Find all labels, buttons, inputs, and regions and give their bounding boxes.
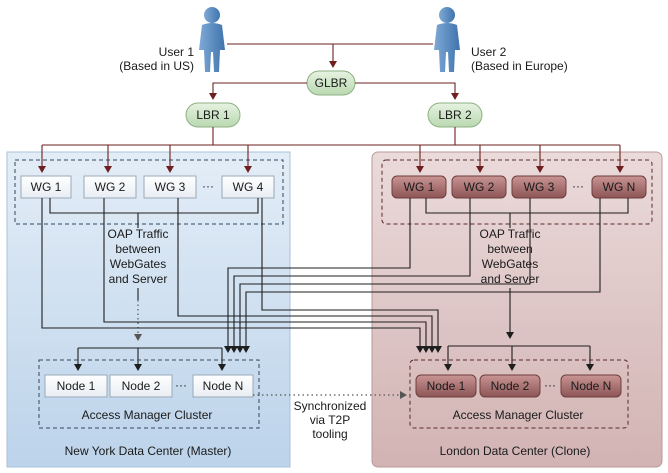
- ny-datacenter-label: New York Data Center (Master): [65, 444, 232, 458]
- ny-datacenter-panel: [6, 151, 291, 468]
- ny-webgate-group: [14, 159, 284, 225]
- ny-node-n-label: Node N: [203, 379, 244, 393]
- ny-traffic-caption: OAP Traffic between WebGates and Server: [108, 227, 169, 286]
- glbr-to-lbr2-line: [355, 82, 459, 100]
- ny-node-bus: [74, 347, 226, 371]
- user-2-icon: [434, 7, 460, 72]
- london-node-bus: [444, 345, 594, 371]
- london-node-1: Node 1: [415, 374, 477, 398]
- ny-node-2: Node 2: [109, 374, 173, 398]
- user-1-icon: [199, 7, 225, 72]
- ny-webgate-4: WG 4: [221, 175, 275, 199]
- london-node-2: Node 2: [479, 374, 541, 398]
- user-1-location: (Based in US): [119, 59, 194, 73]
- ny-node-ellipsis: ···: [175, 378, 187, 392]
- ny-webgate-2-label: WG 2: [95, 180, 126, 194]
- svg-text:via T2P: via T2P: [310, 413, 350, 427]
- svg-text:between: between: [115, 242, 160, 256]
- london-webgate-2-label: WG 2: [464, 180, 495, 194]
- svg-text:tooling: tooling: [312, 427, 347, 441]
- ny-webgate-ellipsis: ···: [202, 179, 214, 193]
- london-webgate-n-label: WG N: [603, 180, 636, 194]
- ny-to-london-lines: [41, 198, 442, 353]
- glbr-to-lbr1-line: [209, 82, 307, 100]
- sync-caption: Synchronized via T2P tooling: [294, 399, 367, 441]
- london-webgate-3-label: WG 3: [524, 180, 555, 194]
- ny-webgate-2: WG 2: [83, 175, 137, 199]
- svg-text:OAP Traffic: OAP Traffic: [108, 227, 169, 241]
- ny-webgate-1-label: WG 1: [31, 180, 62, 194]
- london-cluster-group: [409, 359, 629, 429]
- user-1-name: User 1: [159, 45, 195, 59]
- ny-node-2-label: Node 2: [122, 379, 161, 393]
- ny-node-1: Node 1: [44, 374, 108, 398]
- user-2-location: (Based in Europe): [471, 59, 568, 73]
- ny-webgate-4-label: WG 4: [233, 180, 264, 194]
- london-webgate-1-label: WG 1: [404, 180, 435, 194]
- london-webgate-bus: [425, 198, 629, 339]
- lbr-1-label: LBR 1: [196, 108, 230, 122]
- svg-text:WebGates: WebGates: [482, 257, 538, 271]
- london-node-n: Node N: [560, 374, 622, 398]
- svg-text:and Server: and Server: [109, 272, 168, 286]
- london-cluster-label: Access Manager Cluster: [453, 408, 584, 422]
- london-node-2-label: Node 2: [491, 379, 530, 393]
- svg-text:and Server: and Server: [481, 272, 540, 286]
- svg-text:OAP Traffic: OAP Traffic: [480, 227, 541, 241]
- ny-webgate-3: WG 3: [143, 175, 197, 199]
- svg-text:between: between: [487, 242, 532, 256]
- london-datacenter-label: London Data Center (Clone): [440, 444, 591, 458]
- ny-node-1-label: Node 1: [57, 379, 96, 393]
- ny-node-n: Node N: [192, 374, 254, 398]
- london-node-n-label: Node N: [571, 379, 612, 393]
- london-webgate-n: WG N: [591, 175, 647, 199]
- ny-cluster-group: [38, 359, 260, 429]
- london-webgate-1: WG 1: [391, 175, 447, 199]
- ny-webgate-1: WG 1: [20, 175, 72, 199]
- ny-cluster-label: Access Manager Cluster: [82, 408, 213, 422]
- lbr-2-label: LBR 2: [438, 108, 472, 122]
- london-webgate-3: WG 3: [511, 175, 567, 199]
- london-webgate-2: WG 2: [451, 175, 507, 199]
- ny-webgate-3-label: WG 3: [155, 180, 186, 194]
- ny-webgate-bus: [49, 198, 259, 341]
- london-webgate-ellipsis: ···: [572, 179, 584, 193]
- user-2-name: User 2: [471, 45, 507, 59]
- london-node-ellipsis: ···: [544, 378, 556, 392]
- svg-text:WebGates: WebGates: [110, 257, 166, 271]
- svg-text:Synchronized: Synchronized: [294, 399, 367, 413]
- glbr-label: GLBR: [315, 76, 348, 90]
- london-webgate-group: [381, 159, 653, 225]
- london-node-1-label: Node 1: [427, 379, 466, 393]
- bus-to-webgate-arrows: [38, 145, 624, 173]
- london-traffic-caption: OAP Traffic between WebGates and Server: [480, 227, 541, 286]
